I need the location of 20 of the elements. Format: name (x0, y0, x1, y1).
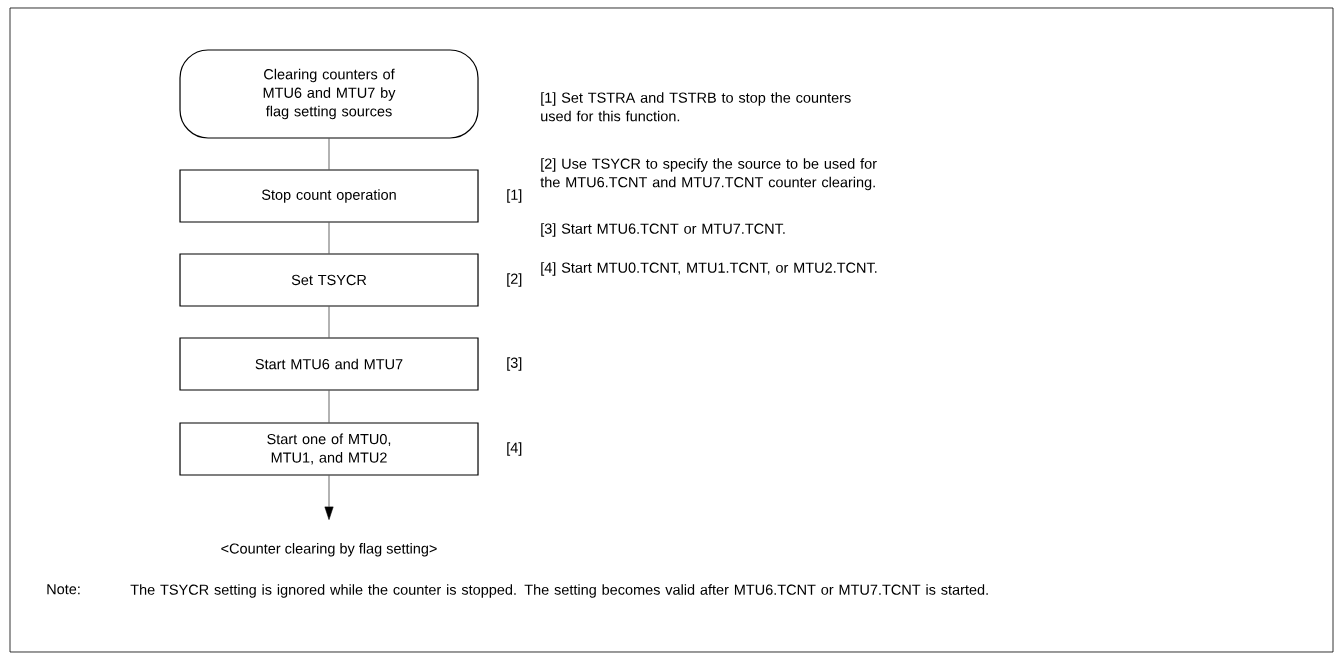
caption: <Counter clearing by flag setting> (221, 543, 437, 557)
connector (324, 475, 334, 520)
process-box: Set TSYCR (179, 253, 479, 307)
step-number: [4] (507, 442, 522, 456)
connector (328, 390, 330, 423)
connector (328, 222, 330, 254)
process-box: Stop count operation (179, 169, 479, 223)
step-description: [4] Start MTU0.TCNT, MTU1.TCNT, or MTU2.TCNT. (541, 262, 877, 276)
step-description: [2] Use TSYCR to specify the source to be used for the MTU6.TCNT and MTU7.TCNT counter clearing. (540, 158, 877, 191)
process-box: Start MTU6 and MTU7 (179, 337, 479, 391)
note-text: The TSYCR setting is ignored while the counter is stopped. The setting becomes valid after MTU6.TCNT or MTU7.TCNT is started. (130, 584, 988, 598)
step-number: [1] (507, 189, 522, 203)
step-number: [3] (507, 357, 522, 371)
step-number: [2] (507, 273, 522, 287)
step-description: [1] Set TSTRA and TSTRB to stop the counters used for this function. (541, 92, 851, 122)
step-description: [3] Start MTU6.TCNT or MTU7.TCNT. (541, 223, 785, 237)
process-box: Start one of MTU0, MTU1, and MTU2 (179, 422, 479, 476)
note-label: Note: (47, 584, 80, 595)
connector (328, 306, 330, 338)
connector (328, 138, 330, 170)
